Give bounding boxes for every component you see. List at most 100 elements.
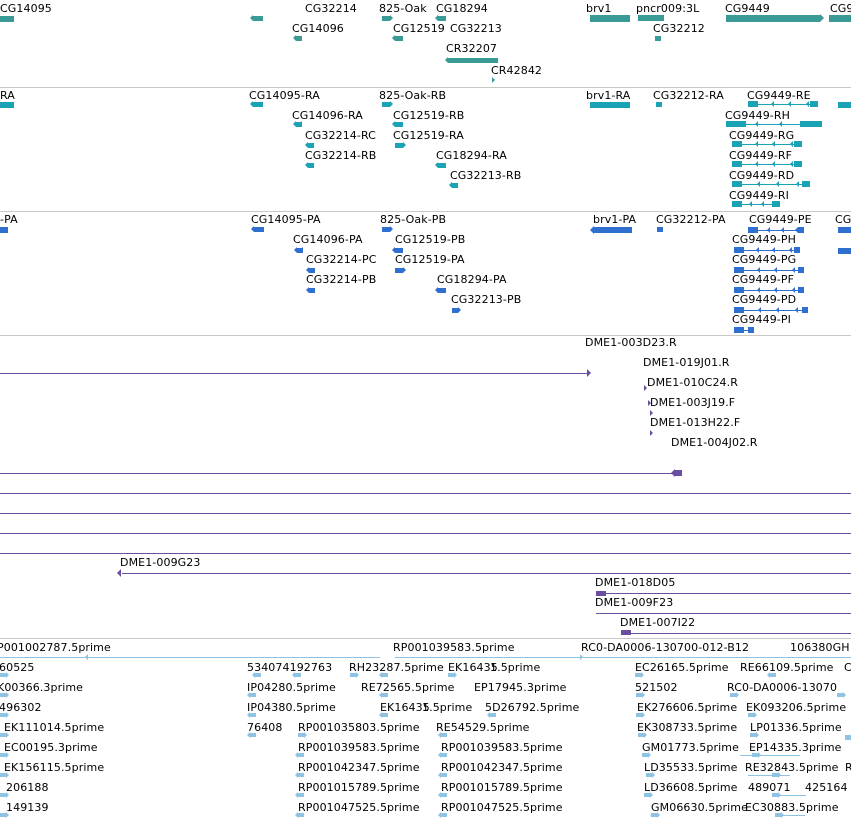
- feature-line[interactable]: [748, 775, 790, 776]
- feature-glyph[interactable]: [395, 36, 403, 41]
- feature-glyph[interactable]: [298, 733, 304, 737]
- feature-glyph[interactable]: [438, 16, 446, 21]
- feature-glyph[interactable]: [250, 713, 256, 717]
- feature-glyph[interactable]: [635, 673, 641, 677]
- feature-glyph[interactable]: [255, 673, 261, 677]
- feature-line[interactable]: [395, 657, 851, 658]
- feature-glyph[interactable]: [732, 201, 742, 207]
- feature-glyph[interactable]: [794, 247, 800, 253]
- feature-glyph[interactable]: [794, 161, 802, 167]
- feature-line[interactable]: [0, 373, 588, 374]
- feature-line[interactable]: [734, 270, 804, 271]
- feature-glyph[interactable]: [798, 227, 804, 233]
- feature-glyph[interactable]: [0, 713, 6, 717]
- feature-glyph[interactable]: [644, 793, 650, 797]
- feature-glyph[interactable]: [829, 15, 851, 22]
- feature-glyph[interactable]: [382, 693, 388, 697]
- feature-glyph[interactable]: [845, 735, 851, 740]
- feature-line[interactable]: [0, 553, 851, 554]
- feature-line[interactable]: [748, 230, 804, 231]
- feature-glyph[interactable]: [382, 102, 390, 107]
- feature-line[interactable]: [0, 513, 851, 514]
- feature-glyph[interactable]: [382, 673, 388, 677]
- feature-glyph[interactable]: [636, 693, 642, 697]
- feature-glyph[interactable]: [0, 16, 14, 22]
- feature-glyph[interactable]: [250, 733, 256, 737]
- feature-glyph[interactable]: [794, 141, 802, 147]
- feature-glyph[interactable]: [594, 227, 632, 233]
- feature-line[interactable]: [0, 657, 380, 658]
- feature-glyph[interactable]: [350, 673, 356, 677]
- feature-glyph[interactable]: [0, 693, 6, 697]
- feature-line[interactable]: [734, 310, 808, 311]
- feature-glyph[interactable]: [732, 141, 742, 147]
- feature-glyph[interactable]: [254, 227, 264, 232]
- feature-glyph[interactable]: [770, 673, 776, 677]
- feature-line[interactable]: [622, 633, 851, 634]
- feature-glyph[interactable]: [308, 143, 314, 148]
- feature-glyph[interactable]: [800, 121, 822, 127]
- feature-glyph[interactable]: [657, 227, 663, 232]
- feature-line[interactable]: [734, 250, 800, 251]
- feature-line[interactable]: [0, 493, 851, 494]
- feature-line[interactable]: [596, 613, 851, 614]
- feature-glyph[interactable]: [748, 101, 758, 107]
- feature-line[interactable]: [732, 204, 780, 205]
- feature-glyph[interactable]: [438, 288, 446, 293]
- feature-glyph[interactable]: [748, 327, 754, 333]
- feature-glyph[interactable]: [296, 36, 302, 41]
- feature-glyph[interactable]: [441, 733, 447, 737]
- feature-line[interactable]: [772, 795, 806, 796]
- feature-glyph[interactable]: [810, 101, 818, 107]
- feature-glyph[interactable]: [838, 227, 851, 233]
- feature-glyph[interactable]: [308, 163, 314, 168]
- feature-line[interactable]: [122, 573, 851, 574]
- feature-glyph[interactable]: [295, 673, 301, 677]
- feature-glyph[interactable]: [590, 102, 630, 108]
- feature-glyph[interactable]: [621, 630, 631, 635]
- feature-glyph[interactable]: [726, 121, 746, 127]
- feature-glyph[interactable]: [298, 813, 304, 817]
- feature-glyph[interactable]: [395, 248, 403, 253]
- feature-glyph[interactable]: [734, 287, 744, 293]
- feature-glyph[interactable]: [0, 102, 14, 108]
- feature-glyph[interactable]: [309, 268, 315, 273]
- feature-glyph[interactable]: [0, 773, 6, 777]
- feature-line[interactable]: [0, 473, 678, 474]
- feature-line[interactable]: [748, 104, 818, 105]
- feature-glyph[interactable]: [0, 733, 6, 737]
- feature-glyph[interactable]: [438, 163, 446, 168]
- feature-glyph[interactable]: [253, 16, 263, 21]
- feature-glyph[interactable]: [730, 693, 736, 697]
- feature-glyph[interactable]: [441, 753, 447, 757]
- feature-glyph[interactable]: [441, 773, 447, 777]
- feature-glyph[interactable]: [734, 327, 744, 333]
- feature-glyph[interactable]: [638, 733, 644, 737]
- feature-glyph[interactable]: [382, 16, 390, 21]
- feature-glyph[interactable]: [798, 267, 804, 273]
- feature-glyph[interactable]: [298, 773, 304, 777]
- feature-line[interactable]: [734, 290, 804, 291]
- feature-glyph[interactable]: [802, 181, 810, 187]
- feature-glyph[interactable]: [838, 248, 851, 254]
- feature-glyph[interactable]: [651, 813, 657, 817]
- feature-glyph[interactable]: [250, 693, 256, 697]
- feature-line[interactable]: [734, 330, 754, 331]
- feature-glyph[interactable]: [726, 15, 820, 22]
- feature-line[interactable]: [740, 755, 800, 756]
- feature-glyph[interactable]: [448, 673, 454, 677]
- feature-glyph[interactable]: [253, 102, 263, 107]
- feature-glyph[interactable]: [309, 288, 315, 293]
- feature-glyph[interactable]: [772, 201, 780, 207]
- feature-glyph[interactable]: [798, 287, 804, 293]
- feature-glyph[interactable]: [750, 733, 756, 737]
- feature-line[interactable]: [726, 124, 822, 125]
- feature-glyph[interactable]: [395, 143, 403, 148]
- feature-glyph[interactable]: [655, 36, 661, 41]
- feature-glyph[interactable]: [0, 753, 6, 757]
- feature-glyph[interactable]: [732, 181, 742, 187]
- feature-glyph[interactable]: [734, 267, 744, 273]
- feature-glyph[interactable]: [837, 693, 843, 697]
- feature-glyph[interactable]: [441, 793, 447, 797]
- feature-glyph[interactable]: [452, 183, 458, 188]
